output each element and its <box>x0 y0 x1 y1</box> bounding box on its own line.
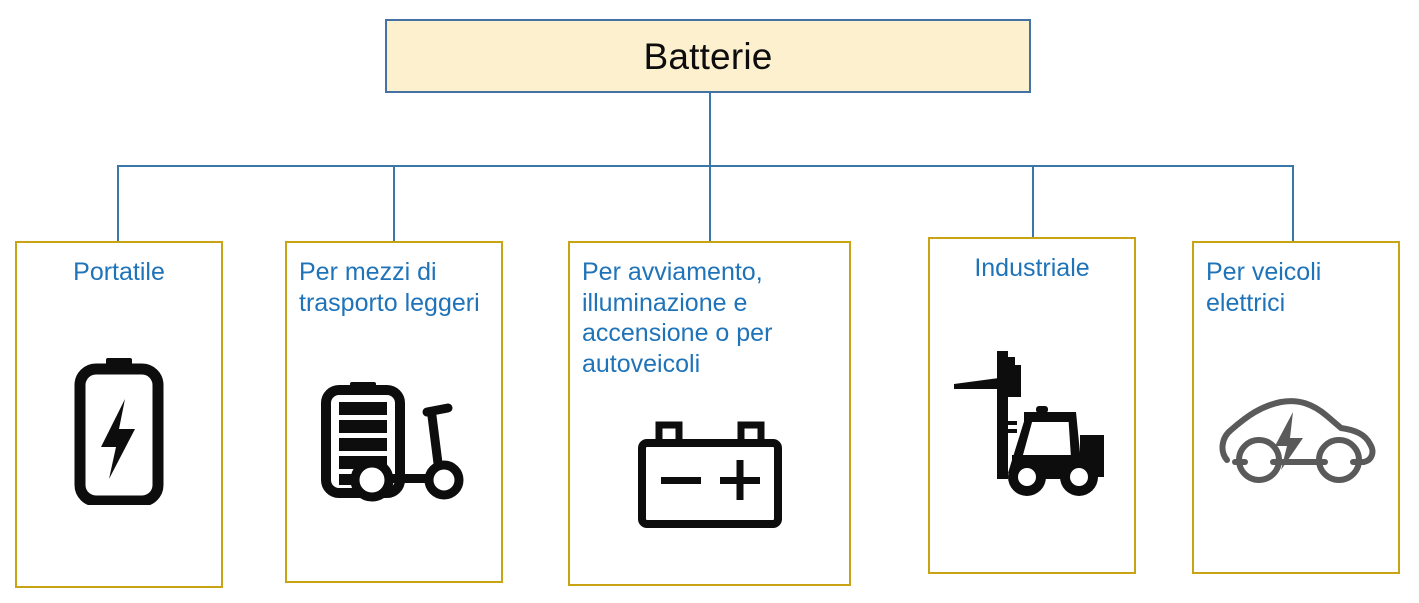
icon-slot-industriale <box>930 284 1134 573</box>
child-node-industriale[interactable]: Industriale <box>928 237 1136 574</box>
forklift-icon <box>952 343 1112 498</box>
car-battery-terminals-icon <box>635 420 785 530</box>
child-node-label-industriale: Industriale <box>974 254 1090 282</box>
icon-slot-mezzi-leggeri <box>287 318 501 581</box>
child-node-label-veicoli-elettrici: Per veicoli elettrici <box>1206 258 1322 317</box>
battery-scooter-icon <box>314 380 474 505</box>
root-node-batterie[interactable]: Batterie <box>385 19 1031 93</box>
root-node-label: Batterie <box>643 35 773 77</box>
child-node-label-mezzi-leggeri: Per mezzi di trasporto leggeri <box>299 258 480 317</box>
connector-branch-4 <box>1032 165 1034 239</box>
icon-slot-portatile <box>17 288 221 587</box>
child-node-mezzi-leggeri[interactable]: Per mezzi di trasporto leggeri <box>285 241 503 583</box>
connector-horizontal-bus <box>117 165 1294 167</box>
connector-root-stem <box>709 93 711 167</box>
connector-branch-2 <box>393 165 395 243</box>
child-node-label-avviamento: Per avviamento, illuminazione e accensio… <box>582 258 773 378</box>
icon-slot-avviamento <box>570 379 849 584</box>
connector-branch-3 <box>709 165 711 243</box>
icon-slot-veicoli-elettrici <box>1194 318 1398 572</box>
connector-branch-5 <box>1292 165 1294 243</box>
connector-branch-1 <box>117 165 119 243</box>
electric-car-icon <box>1213 388 1379 488</box>
child-node-veicoli-elettrici[interactable]: Per veicoli elettrici <box>1192 241 1400 574</box>
child-node-portatile[interactable]: Portatile <box>15 241 223 588</box>
battery-portable-bolt-icon <box>73 355 165 505</box>
child-node-label-portatile: Portatile <box>73 258 165 286</box>
child-node-avviamento[interactable]: Per avviamento, illuminazione e accensio… <box>568 241 851 586</box>
